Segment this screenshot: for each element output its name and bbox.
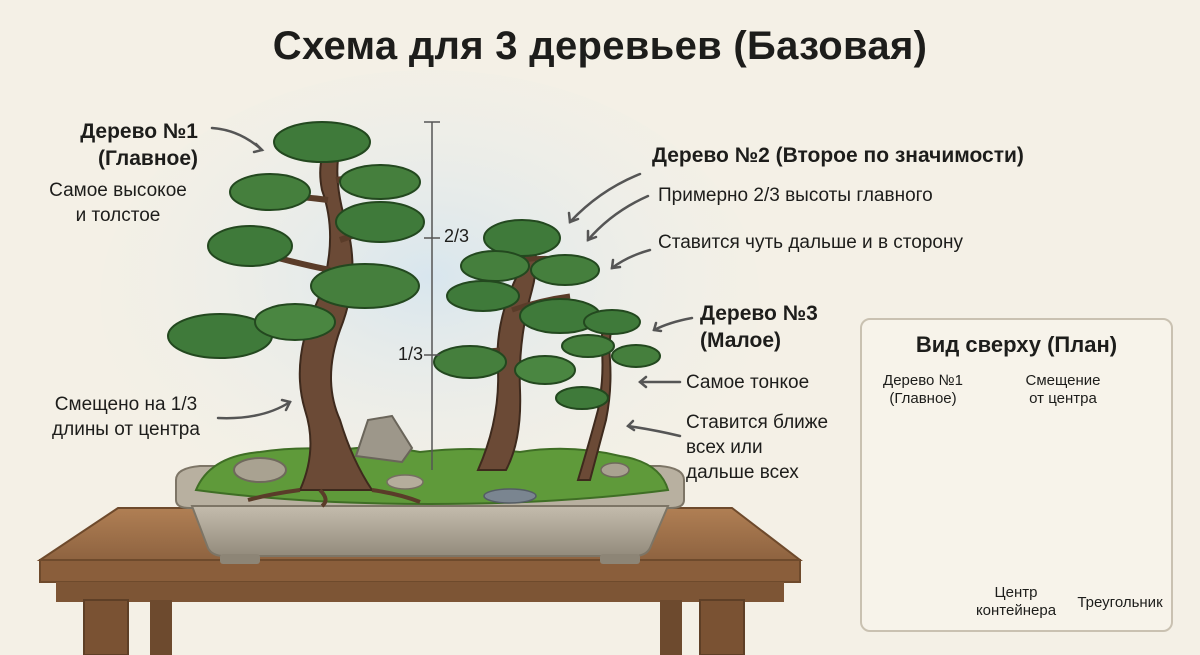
tree1-offset-note: Смещено на 1/3 длины от центра bbox=[40, 392, 212, 442]
plan-offset-label: Смещение от центра bbox=[1010, 372, 1116, 408]
plan-offset-line1: Смещение bbox=[1025, 372, 1101, 389]
tree3-heading: Дерево №3 (Малое) bbox=[700, 300, 818, 354]
plan-title: Вид сверху (План) bbox=[915, 332, 1118, 357]
plan-tree1-line2: (Главное) bbox=[889, 390, 957, 407]
annotation-arrows bbox=[210, 126, 694, 438]
scale-tick-upper: 2/3 bbox=[444, 226, 470, 246]
tree1-desc-line2: и толстое bbox=[75, 205, 161, 226]
plan-center-line2: контейнера bbox=[975, 602, 1057, 619]
tree2-desc-placement: Ставится чуть дальше и в сторону bbox=[658, 232, 963, 253]
tree1-desc-line1: Самое высокое bbox=[49, 180, 187, 201]
tree2-desc-height: Примерно 2/3 высоты главного bbox=[658, 185, 933, 206]
height-scale bbox=[424, 121, 440, 470]
tree3-desc-line1: Ставится ближе bbox=[686, 412, 829, 433]
tree3-heading-line1: Дерево №3 bbox=[700, 302, 818, 325]
page-title: Схема для 3 деревьев (Базовая) bbox=[272, 24, 928, 68]
tree1-offset-line1: Смещено на 1/3 bbox=[54, 394, 198, 415]
tree1-heading-line2: (Главное) bbox=[98, 147, 198, 170]
tree3-heading-line2: (Малое) bbox=[700, 329, 781, 352]
plan-center-label: Центр контейнера bbox=[962, 584, 1070, 620]
tree-1-main bbox=[167, 121, 425, 508]
tree1-heading: Дерево №1 (Главное) bbox=[40, 118, 198, 172]
plan-tree1-line1: Дерево №1 bbox=[883, 372, 963, 389]
tree-3-small bbox=[555, 309, 661, 481]
tree2-heading: Дерево №2 (Второе по значимости) bbox=[652, 144, 1024, 167]
plan-tree1-label: Дерево №1 (Главное) bbox=[868, 372, 978, 408]
plan-offset-line2: от центра bbox=[1029, 390, 1097, 407]
tree1-offset-line2: длины от центра bbox=[52, 419, 200, 440]
plan-triangle-label: Треугольник bbox=[1077, 594, 1163, 611]
tree3-desc-placement: Ставится ближе всех или дальше всех bbox=[686, 410, 828, 485]
plan-view-panel: Вид сверху (План) bbox=[860, 318, 1173, 632]
tree3-desc-thin: Самое тонкое bbox=[686, 372, 810, 393]
tree3-desc-line2: всех или bbox=[686, 437, 763, 458]
tree1-description: Самое высокое и толстое bbox=[36, 178, 200, 228]
tree-2-secondary bbox=[433, 219, 601, 471]
tree1-heading-line1: Дерево №1 bbox=[80, 120, 198, 143]
tree3-desc-line3: дальше всех bbox=[686, 462, 799, 483]
plan-center-line1: Центр bbox=[994, 584, 1038, 601]
scale-tick-lower: 1/3 bbox=[398, 344, 424, 364]
